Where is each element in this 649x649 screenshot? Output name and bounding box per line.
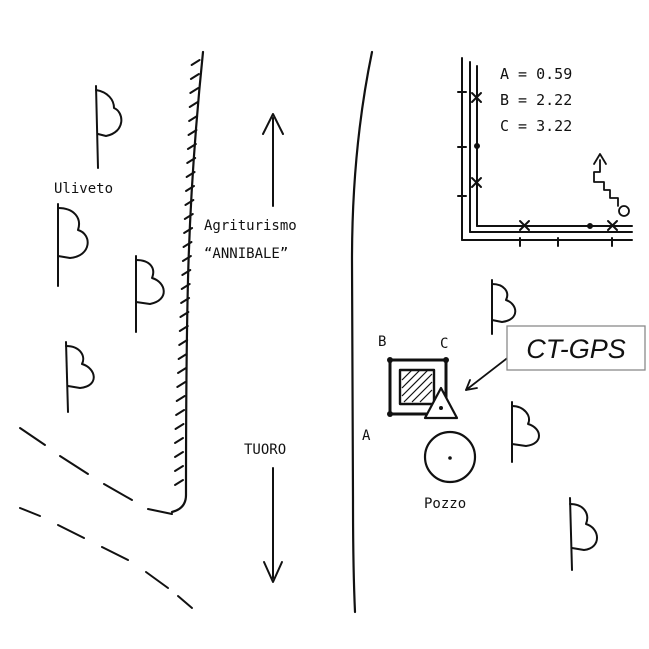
bank-hatch xyxy=(178,325,189,332)
arrow-down-icon xyxy=(263,467,283,583)
olive-tree-icon xyxy=(511,401,540,463)
station-callout-label: CT-GPS xyxy=(526,334,626,364)
well-label: Pozzo xyxy=(424,496,466,512)
station-pad xyxy=(387,357,449,417)
bank-hatch xyxy=(183,227,194,234)
corner-label-b: B xyxy=(378,334,386,350)
bank-hatch xyxy=(184,199,195,206)
bank-hatch xyxy=(178,339,189,346)
bank-hatch xyxy=(186,143,197,150)
arrow-up-icon xyxy=(262,113,284,207)
olive-grove-label: Uliveto xyxy=(54,181,113,197)
bank-hatch xyxy=(188,115,199,122)
bank-hatch xyxy=(180,283,191,290)
bank-hatch xyxy=(176,381,187,388)
town-label: TUORO xyxy=(244,442,286,458)
olive-tree-icon xyxy=(57,203,89,287)
bank-hatch xyxy=(174,465,184,472)
bank-hatch xyxy=(174,437,184,444)
olive-tree-icon xyxy=(95,85,123,169)
corner-label-a: A xyxy=(362,428,371,444)
bank-hatch xyxy=(185,185,195,192)
farm-label-line1: Agriturismo xyxy=(204,218,297,234)
bank-hatch xyxy=(177,353,188,360)
bank-hatch xyxy=(188,101,199,108)
olive-tree-icon xyxy=(135,255,165,333)
bank-hatch xyxy=(174,423,185,430)
bank-hatch xyxy=(187,129,198,136)
gps-antenna-icon xyxy=(423,386,459,420)
bank-hatch xyxy=(174,451,184,458)
olive-tree-icon xyxy=(569,497,598,571)
olive-tree-icon xyxy=(491,279,517,335)
olive-tree-icon xyxy=(65,341,95,413)
bank-hatch xyxy=(175,395,186,402)
bank-hatch xyxy=(185,171,196,178)
legend-row-a: A = 0.59 xyxy=(500,65,572,83)
farm-label-line2: “ANNIBALE” xyxy=(204,246,288,262)
north-arrow-icon xyxy=(593,153,630,217)
bank-hatch xyxy=(180,297,191,304)
bank-hatch xyxy=(179,311,190,318)
legend-row-b: B = 2.22 xyxy=(500,91,572,109)
bank-hatch xyxy=(175,409,186,416)
well-icon xyxy=(423,430,477,484)
bank-hatch xyxy=(177,367,187,374)
callout-arrow xyxy=(465,355,511,391)
legend-row-c: C = 3.22 xyxy=(500,117,572,135)
station-callout-box xyxy=(506,325,646,371)
road-right-edge xyxy=(350,50,374,614)
bank-hatch xyxy=(190,59,201,66)
bank-hatch xyxy=(183,213,194,220)
road-left-edge xyxy=(170,50,205,514)
legend-frame xyxy=(457,57,633,247)
bank-hatch xyxy=(189,73,200,80)
bank-hatch xyxy=(174,479,184,486)
bank-hatch xyxy=(181,255,192,262)
bank-hatch xyxy=(189,87,200,94)
bank-hatch xyxy=(181,269,192,276)
dashed-track xyxy=(19,427,193,609)
bank-hatch xyxy=(182,241,193,248)
bank-hatch xyxy=(186,157,197,164)
corner-label-c: C xyxy=(440,336,448,352)
